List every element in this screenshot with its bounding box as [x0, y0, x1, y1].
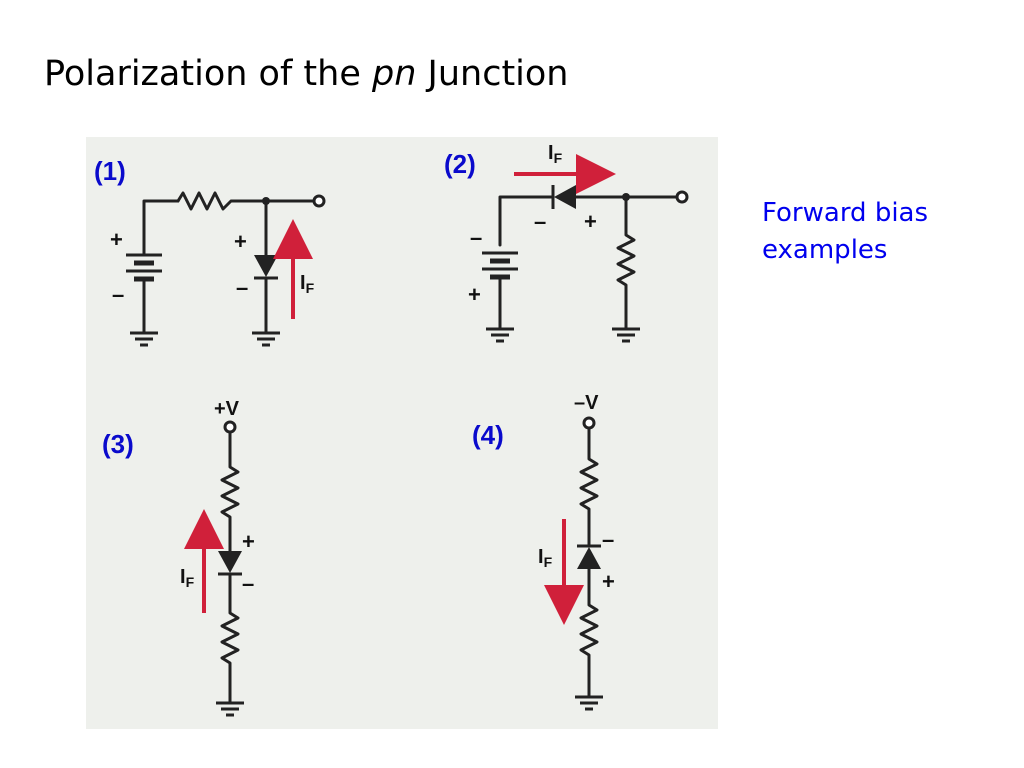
title-emphasis: pn — [371, 54, 417, 94]
circuit-1-terminal — [312, 194, 326, 208]
circuit-4-diode-minus: – — [602, 527, 614, 552]
circuit-1-diode-plus: + — [234, 229, 247, 254]
circuit-3-current-label: IF — [180, 566, 195, 590]
forward-bias-caption: Forward bias examples — [762, 195, 1002, 269]
caption-line-2: examples — [762, 235, 888, 265]
circuit-4-resistor-bottom — [579, 567, 599, 699]
title-suffix: Junction — [416, 54, 569, 94]
circuit-2-number: (2) — [444, 149, 476, 179]
circuit-3-ground — [216, 701, 244, 717]
circuit-2-diode-minus: – — [534, 209, 546, 234]
circuit-3-diode-minus: – — [242, 571, 254, 596]
circuit-1-battery — [126, 245, 162, 335]
circuit-4-supply-label: –V — [574, 392, 599, 414]
circuit-2-resistor — [616, 195, 636, 331]
circuit-4-resistor-top — [579, 426, 599, 547]
caption-line-1: Forward bias — [762, 198, 929, 228]
page-title: Polarization of the pn Junction — [44, 54, 569, 94]
circuit-2-current-label: IF — [548, 142, 563, 166]
circuit-1-current-label: IF — [300, 272, 315, 296]
circuit-2-battery-plus: + — [468, 282, 481, 307]
figure-background — [86, 137, 718, 729]
circuit-4-diode-plus: + — [602, 569, 615, 594]
circuit-2: (2) IF – + – + — [444, 142, 689, 343]
circuit-4-current-label: IF — [538, 546, 553, 570]
circuit-1-resistor — [176, 191, 316, 211]
circuit-3-resistor-bottom — [220, 572, 240, 705]
circuit-3-resistor-top — [220, 430, 240, 553]
circuit-2-diode — [551, 185, 576, 209]
circuit-2-ground-1 — [486, 327, 514, 343]
forward-bias-circuits-figure: (1) + – + – — [86, 137, 718, 729]
circuits-svg: (1) + – + – — [86, 137, 718, 729]
circuit-1-diode-minus: – — [236, 275, 248, 300]
circuit-3-number: (3) — [102, 429, 134, 459]
circuit-2-terminal — [675, 190, 689, 204]
circuit-4-diode — [577, 544, 601, 569]
circuit-1: (1) + – + – — [94, 156, 326, 347]
circuit-1-ground-1 — [130, 331, 158, 347]
circuit-4: (4) –V – + IF — [472, 392, 615, 711]
circuit-3-diode-plus: + — [242, 529, 255, 554]
circuit-3: (3) +V + – IF — [102, 398, 255, 717]
title-prefix: Polarization of the — [44, 54, 372, 94]
circuit-2-ground-2 — [612, 327, 640, 343]
circuit-4-number: (4) — [472, 420, 504, 450]
circuit-4-ground — [575, 695, 603, 711]
circuit-3-supply-label: +V — [214, 398, 240, 420]
circuit-1-number: (1) — [94, 156, 126, 186]
circuit-1-battery-minus: – — [112, 282, 124, 307]
circuit-2-battery-minus: – — [470, 225, 482, 250]
circuit-1-ground-2 — [252, 331, 280, 347]
circuit-2-diode-plus: + — [584, 209, 597, 234]
circuit-2-battery — [482, 251, 518, 331]
circuit-1-battery-plus: + — [110, 227, 123, 252]
